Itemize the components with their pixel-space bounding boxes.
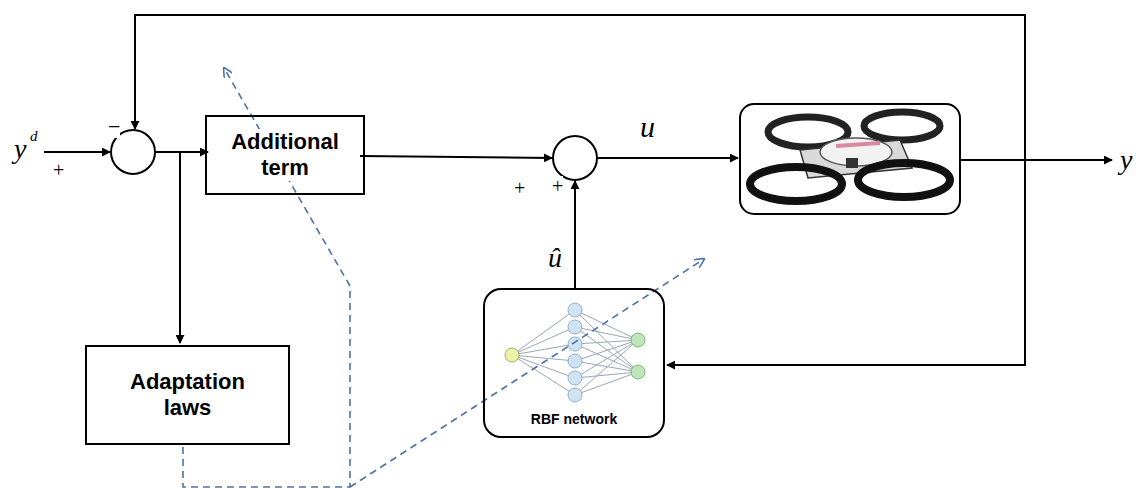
- input-wire: [44, 151, 110, 153]
- sign-label: +: [552, 176, 563, 196]
- network-picture: [505, 303, 645, 402]
- plant-box: [740, 104, 960, 214]
- signal-superscript: d: [30, 129, 38, 144]
- sign-label: +: [514, 178, 525, 198]
- process-box: Additional term: [205, 115, 365, 195]
- control-wire: [597, 157, 738, 159]
- adaptation-arrow: [350, 259, 704, 487]
- signal-name: y: [14, 135, 26, 163]
- error-wire: [155, 151, 208, 153]
- process-box: Adaptation laws: [85, 345, 290, 445]
- signal-name: u: [640, 112, 655, 142]
- box-text: RBF network: [531, 411, 617, 428]
- sign-label: −: [108, 116, 120, 138]
- signal-wire: [360, 156, 552, 158]
- error-wire: [179, 152, 181, 343]
- box-text: Adaptation laws: [118, 369, 258, 422]
- output-wire: [960, 159, 1112, 161]
- summing-junction: [553, 136, 597, 180]
- signal-name: û: [548, 244, 562, 272]
- sign-label: +: [53, 160, 64, 180]
- signal-name: y: [1120, 146, 1132, 174]
- quadrotor-picture: [750, 112, 950, 201]
- signal-wire: [574, 181, 576, 288]
- box-text: Additional term: [215, 129, 355, 182]
- network-box: RBF network: [483, 288, 665, 438]
